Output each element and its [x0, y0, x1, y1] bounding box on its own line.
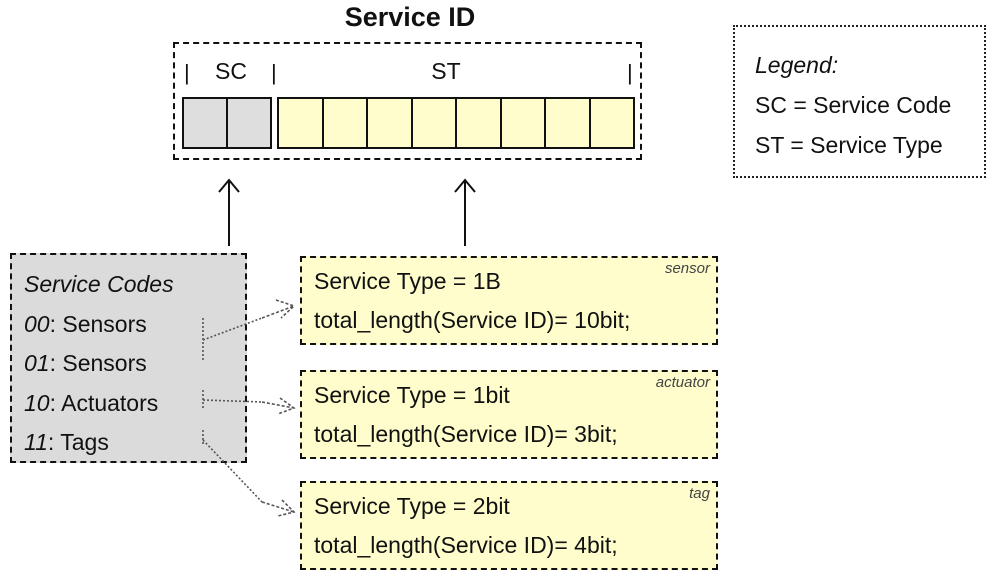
legend-item-sc: SC = Service Code [755, 92, 952, 118]
separator-left: | [184, 60, 190, 85]
code-arrow-actuator [261, 397, 296, 415]
st-bit [324, 99, 368, 147]
type-tag: sensor [664, 260, 710, 277]
st-bit [368, 99, 413, 147]
code-name: : Sensors [49, 350, 147, 376]
service-type-line: Service Type = 2bit [314, 493, 510, 519]
service-codes-title: Service Codes [24, 271, 174, 297]
code-name: : Actuators [49, 389, 159, 416]
separator-middle: | [271, 60, 277, 85]
service-type-box-actuator: actuator Service Type = 1bit total_lengt… [300, 370, 718, 459]
code-value: 00 [24, 310, 50, 337]
code-arrow-sensor [261, 299, 296, 319]
service-type-line: Service Type = 1B [314, 268, 501, 294]
st-bit [279, 99, 324, 147]
code-value: 11 [24, 429, 48, 455]
arrow-up-sc [218, 178, 240, 246]
arrow-up-st [454, 178, 476, 246]
total-length-line: total_length(Service ID)= 3bit; [314, 421, 618, 447]
code-name: : Tags [47, 429, 109, 455]
legend-box: Legend: SC = Service Code ST = Service T… [733, 25, 986, 178]
service-type-line: Service Type = 1bit [314, 382, 510, 408]
code-bracket-connector [202, 317, 263, 503]
service-code-item: 11: Tags [24, 423, 245, 463]
separator-right: | [627, 60, 633, 85]
code-value: 01 [24, 350, 50, 376]
sc-bit [184, 99, 228, 147]
code-value: 10 [24, 389, 50, 416]
total-length-line: total_length(Service ID)= 4bit; [314, 532, 618, 558]
st-bit [457, 99, 502, 147]
st-bit [546, 99, 591, 147]
service-type-bits [277, 97, 635, 149]
service-code-item: 00: Sensors [24, 305, 245, 345]
legend-item-st: ST = Service Type [755, 132, 943, 158]
service-code-item: 10: Actuators [24, 384, 245, 424]
code-name: : Sensors [49, 310, 147, 337]
service-code-item: 01: Sensors [24, 344, 245, 384]
service-codes-box: Service Codes 00: Sensors 01: Sensors 10… [10, 253, 247, 463]
type-tag: actuator [655, 374, 710, 391]
service-id-frame [173, 42, 642, 160]
service-code-bits [182, 97, 272, 149]
diagram-title: Service ID [344, 2, 476, 32]
service-type-box-tag: tag Service Type = 2bit total_length(Ser… [300, 481, 718, 570]
service-type-box-sensor: sensor Service Type = 1B total_length(Se… [300, 256, 718, 345]
type-tag: tag [689, 485, 710, 502]
code-arrow-tag [261, 499, 296, 517]
st-bit [502, 99, 546, 147]
st-label: ST [431, 58, 461, 84]
sc-label: SC [215, 58, 247, 84]
legend-title: Legend: [755, 52, 839, 78]
st-bit [413, 99, 457, 147]
total-length-line: total_length(Service ID)= 10bit; [314, 307, 631, 333]
